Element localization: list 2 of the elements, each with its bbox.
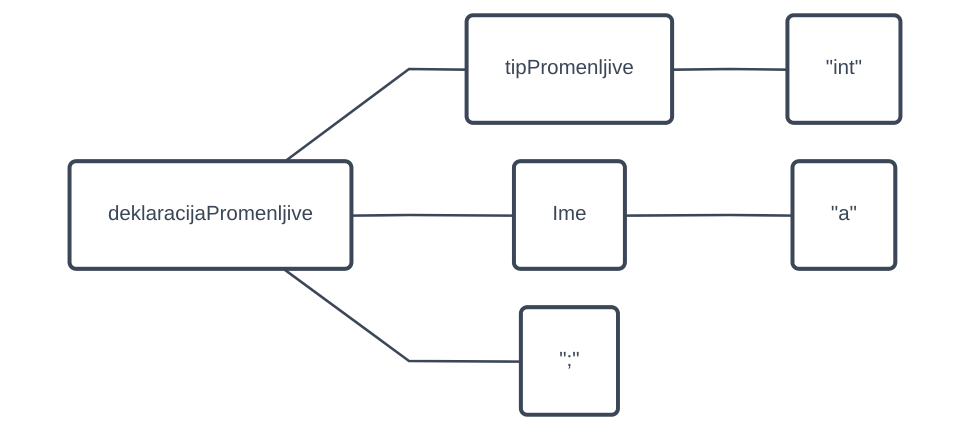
connector [672, 68, 788, 71]
connector [283, 268, 521, 363]
